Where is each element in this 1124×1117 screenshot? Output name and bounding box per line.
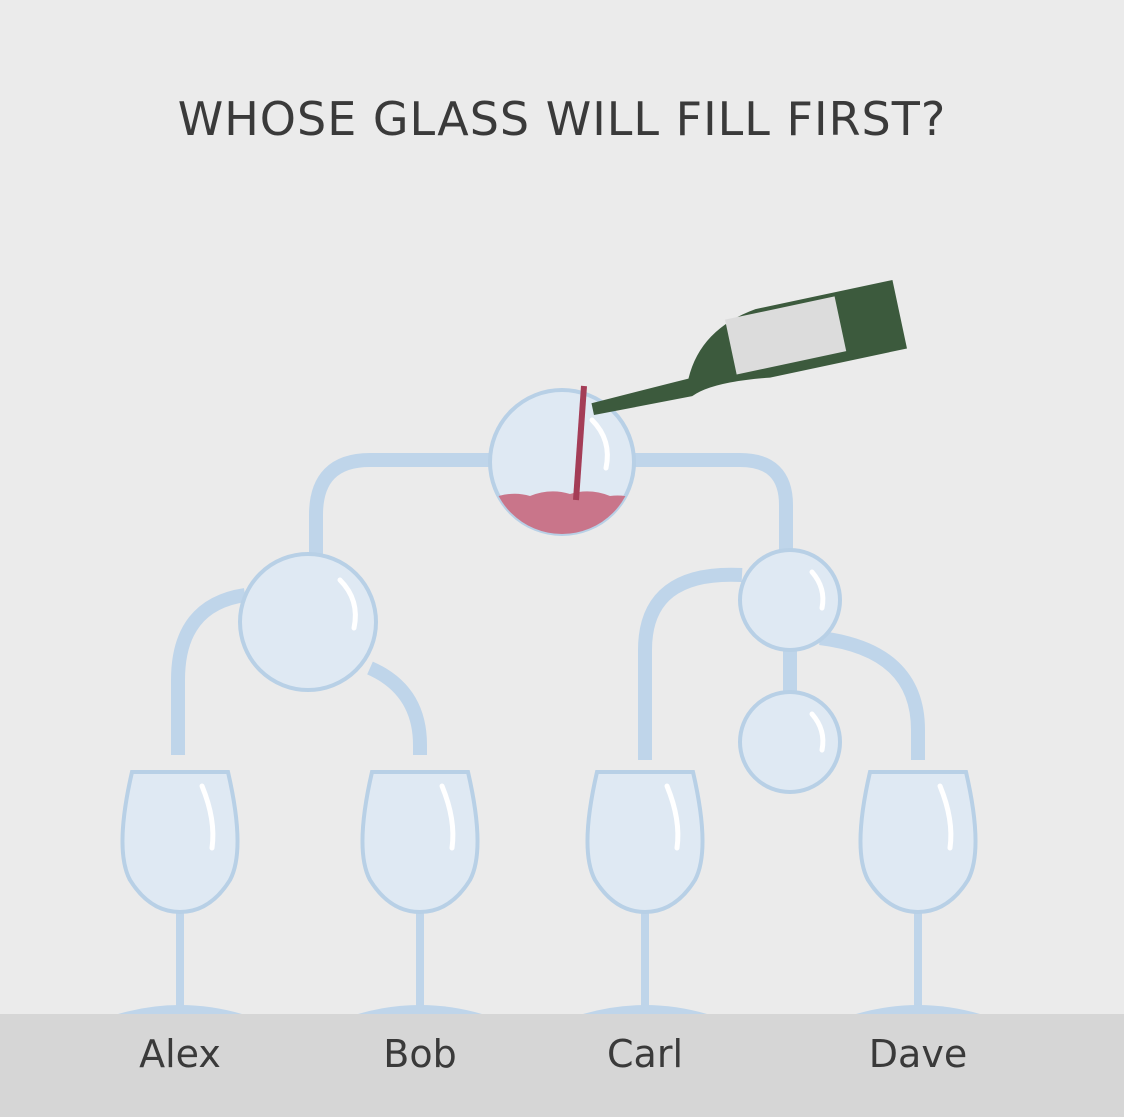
wine-stream (573, 385, 587, 501)
right-bulb (738, 548, 842, 652)
wine-glasses (118, 770, 980, 1014)
wine-glass-dave (856, 770, 980, 1014)
wine-bottle-icon (591, 280, 907, 416)
bottle-label (725, 296, 847, 375)
tube-to-bob (367, 661, 427, 755)
name-carl: Carl (607, 1032, 683, 1076)
name-bob: Bob (383, 1032, 457, 1076)
name-dave: Dave (868, 1032, 968, 1076)
tube-top-right (632, 453, 793, 555)
wine-glass-bob (358, 770, 482, 1014)
tube-to-carl (638, 567, 743, 760)
left-bulb (238, 552, 378, 692)
top-bulb (488, 388, 636, 536)
tube-to-alex (171, 588, 247, 755)
puzzle-title: WHOSE GLASS WILL FILL FIRST? (177, 92, 947, 146)
middle-bulb (738, 690, 842, 794)
glare-icon (589, 417, 610, 471)
wine-glass-carl (583, 770, 707, 1014)
tube-to-dave (819, 631, 925, 760)
wine-in-top-bulb (490, 491, 634, 534)
wine-glass-alex (118, 770, 242, 1014)
tube-top-left (309, 453, 492, 555)
name-alex: Alex (139, 1032, 221, 1076)
floor-strip (0, 1014, 1124, 1117)
